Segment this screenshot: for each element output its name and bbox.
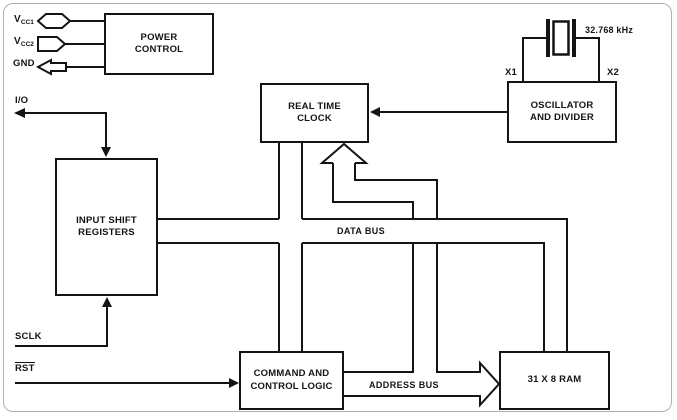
vcc2-subscript: CC2 [20,41,34,48]
command-control-logic-block: COMMAND AND CONTROL LOGIC [239,351,344,410]
crystal-x1-label: X1 [505,67,518,78]
cmd-label-line1: COMMAND AND [253,368,330,380]
vcc1-subscript: CC1 [20,19,34,26]
oscillator-arrowhead-icon [370,107,380,117]
power-control-label-line1: POWER [140,31,178,43]
gnd-pin-label: GND [13,58,35,69]
address-bus-bottom-edge-and-arrowhead-icon [344,244,501,408]
isr-label-line1: INPUT SHIFT [76,214,137,226]
rtc-branch-inner-edge [354,163,438,219]
oscillator-label-line2: AND DIVIDER [530,112,594,123]
rst-overline-text: RST [15,362,35,374]
io-line [24,112,107,148]
crystal-plate-right [572,19,576,57]
crystal-plate-left [546,19,550,57]
rtc-branch-outer-edge [332,163,414,219]
io-pin-label: I/O [15,95,29,106]
cmd-label-line2: CONTROL LOGIC [250,380,333,392]
sclk-line [15,306,108,347]
data-bus-bottom-edge [158,242,545,351]
vcc1-base: V [14,14,21,25]
rtc-bus-arrowhead-icon [319,142,369,164]
vcc1-pin-label: VCC1 [14,14,34,26]
address-bus-top-edge [344,244,414,373]
real-time-clock-block: REAL TIME CLOCK [260,83,369,143]
crystal-lead-x2 [576,37,600,81]
isr-label-line2: REGISTERS [78,227,135,238]
gnd-pin-icon [35,58,67,76]
data-bus-top-edge [158,218,568,351]
input-shift-registers-block: INPUT SHIFT REGISTERS [55,158,158,296]
crystal-lead-x1 [522,37,546,81]
power-control-block: POWER CONTROL [104,13,214,75]
crystal-x2-label: X2 [607,67,620,78]
crystal-icon [552,20,570,56]
vcc2-base: V [14,36,21,47]
oscillator-divider-block: OSCILLATOR AND DIVIDER [507,81,617,143]
rtc-label-line2: CLOCK [297,113,332,124]
ram-label: 31 X 8 RAM [527,374,582,386]
io-down-arrowhead-icon [101,147,111,157]
vcc1-pin-icon [36,13,72,29]
sclk-arrowhead-icon [102,297,112,307]
rst-pin-label: RST [15,362,35,374]
figure-border [3,3,672,412]
crystal-frequency-label: 32.768 kHz [585,25,634,35]
ram-block: 31 X 8 RAM [499,351,610,410]
data-bus-label: DATA BUS [337,226,386,236]
rtc-label-line1: REAL TIME [288,100,341,112]
oscillator-label-line1: OSCILLATOR [530,99,594,111]
sclk-pin-label: SCLK [15,331,42,342]
io-left-arrowhead-icon [14,108,25,118]
rst-arrowhead-icon [229,378,239,388]
vcc2-pin-icon [37,36,67,52]
power-control-label-line2: CONTROL [134,44,184,55]
address-bus-label: ADDRESS BUS [369,380,439,390]
vcc2-pin-label: VCC2 [14,36,34,48]
